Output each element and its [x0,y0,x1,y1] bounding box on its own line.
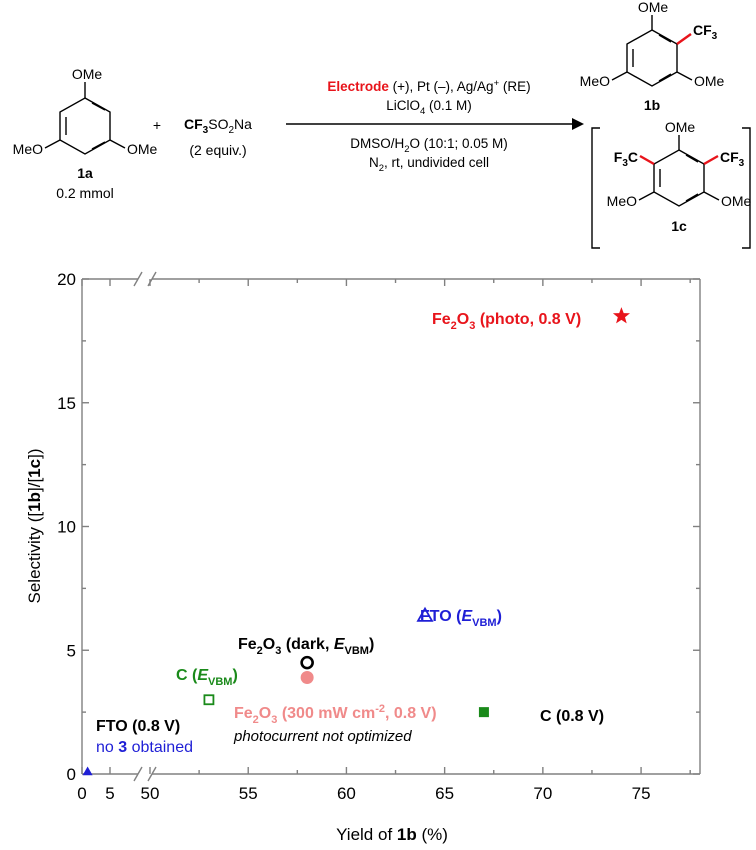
x-tick-label: 75 [632,784,651,803]
break-mark-bottom-2 [147,766,157,782]
p2-ome-right: OMe [721,193,752,209]
label-no-3-obtained: no 3 obtained [96,739,193,756]
label-fto-vbm: FTO (EVBM) [420,608,502,629]
break-mark-top-1 [133,271,143,287]
bracket-right [742,127,751,249]
bond-cf3-1c [703,154,719,166]
label-photocurrent-note: photocurrent not optimized [233,728,412,745]
sm-meo-left: MeO [13,141,43,157]
x-tick-label: 0 [77,784,86,803]
reaction-scheme [44,15,751,249]
point-square-open [203,694,215,706]
p2-f3c: F3C [614,149,638,169]
point-star [612,307,630,324]
p2-label: 1c [671,218,687,234]
label-fto-08v: FTO (0.8 V) [96,718,180,735]
x-tick-label: 60 [337,784,356,803]
label-fe2o3-300mw: Fe2O3 (300 mW cm-2, 0.8 V) [234,703,437,726]
chart-marks [82,307,630,776]
structure-1b [611,15,693,87]
sm-ome-right: OMe [127,141,158,157]
structure-1c [638,135,720,207]
point-triangle-open [416,606,434,622]
y-tick-label: 0 [67,765,76,784]
reagent-formula: CF3SO2Na [184,116,252,136]
p1-cf3: CF3 [693,22,718,42]
p2-meo-left: MeO [607,193,637,209]
conditions-line-4: N2, rt, undivided cell [369,155,489,174]
bond-cf3-1b [676,33,692,45]
x-axis-title: Yield of 1b (%) [336,825,448,844]
arrow-head [572,118,584,130]
point-triangle [82,766,93,776]
bracket-left [591,127,600,249]
y-tick-label: 5 [67,641,76,660]
sm-amount: 0.2 mmol [56,185,114,201]
label-fe2o3-photo: Fe2O3 (photo, 0.8 V) [432,311,581,332]
conditions-line-3: DMSO/H2O (10:1; 0.05 M) [350,136,508,155]
conditions-line-1: Electrode (+), Pt (–), Ag/Ag+ (RE) [327,78,530,94]
break-mark-bottom-1 [133,766,143,782]
sm-label: 1a [77,165,93,181]
label-c-vbm: C (EVBM) [176,667,238,688]
x-tick-label: 50 [141,784,160,803]
y-tick-label: 15 [57,394,76,413]
p1-ome-top: OMe [638,0,669,15]
p2-ome-top: OMe [665,119,696,135]
bond-f3c-1c [639,154,655,166]
x-tick-label: 5 [105,784,114,803]
label-c-08v: C (0.8 V) [540,708,604,725]
x-tick-label: 65 [435,784,454,803]
point-square [478,707,489,718]
structure-1a [44,82,126,155]
reagent-equiv: (2 equiv.) [189,142,246,158]
p1-ome-right: OMe [694,73,725,89]
conditions-line-2: LiClO4 (0.1 M) [386,98,472,117]
p1-meo-left: MeO [580,73,610,89]
y-tick-label: 20 [57,270,76,289]
point-circle-open [300,655,314,670]
y-tick-label: 10 [57,518,76,537]
y-axis-title: Selectivity ([1b]/[1c]) [25,449,44,604]
plus-sign: + [153,117,161,133]
sm-ome-top: OMe [72,66,103,82]
x-tick-label: 70 [533,784,552,803]
label-fe2o3-dark: Fe2O3 (dark, EVBM) [238,636,374,657]
p2-cf3: CF3 [720,149,745,169]
p1-label: 1b [644,97,660,113]
point-circle [300,670,314,684]
x-tick-label: 55 [239,784,258,803]
